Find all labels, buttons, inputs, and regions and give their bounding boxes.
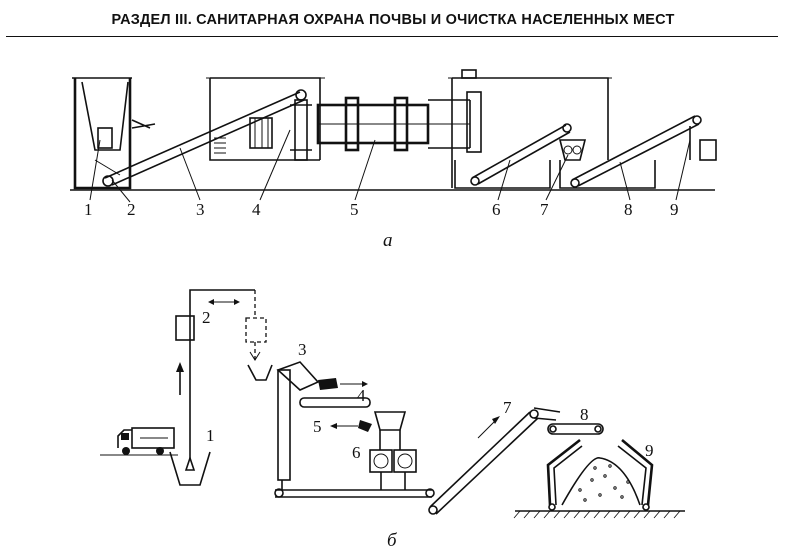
- magnetic-separator: [299, 378, 371, 408]
- compost-heap: [513, 438, 685, 519]
- label-a-2: 2: [127, 200, 136, 219]
- conveyor-8: [559, 115, 702, 189]
- crane-grab: [175, 289, 267, 460]
- label-b-1: 1: [206, 426, 215, 445]
- conveyor-6: [470, 123, 572, 186]
- elevator-3: [274, 361, 435, 498]
- receiving-pit-b: [169, 451, 211, 486]
- garbage-truck: [100, 427, 178, 456]
- label-a-9: 9: [670, 200, 679, 219]
- label-b-9: 9: [645, 441, 654, 460]
- leader-lines-a: [89, 129, 691, 203]
- sorting-building: [448, 69, 612, 189]
- label-b-5: 5: [313, 417, 322, 436]
- label-a-6: 6: [492, 200, 501, 219]
- label-a-4: 4: [252, 200, 261, 219]
- label-a-1: 1: [84, 200, 93, 219]
- output-9: [689, 126, 717, 161]
- crusher-7: [558, 139, 587, 161]
- label-b-3: 3: [298, 340, 307, 359]
- hopper-b: [247, 364, 273, 381]
- label-a-7: 7: [540, 200, 549, 219]
- label-a-5: 5: [350, 200, 359, 219]
- figure-b: 1 2 3 4 5 6 7 8 9 б: [100, 289, 685, 551]
- rotating-drum: [316, 96, 471, 152]
- conveyor-8: [547, 423, 604, 435]
- caption-b: б: [387, 530, 398, 551]
- figure-a: 1 2 3 4 5 6 7 8 9 а: [70, 69, 717, 251]
- section-title: РАЗДЕЛ III. САНИТАРНАЯ ОХРАНА ПОЧВЫ И ОЧ…: [111, 12, 675, 28]
- label-b-4: 4: [357, 386, 366, 405]
- feeder-4: [290, 99, 312, 161]
- label-b-2: 2: [202, 308, 211, 327]
- conveyor-3: [102, 89, 307, 187]
- label-b-8: 8: [580, 405, 589, 424]
- crusher-6: [369, 411, 417, 490]
- feed-5: [330, 420, 372, 432]
- conveyor-7: [428, 407, 561, 515]
- label-a-8: 8: [624, 200, 633, 219]
- label-b-7: 7: [503, 398, 512, 417]
- header-rule: [6, 36, 778, 37]
- label-a-3: 3: [196, 200, 205, 219]
- label-b-6: 6: [352, 443, 361, 462]
- drum-building: [206, 77, 325, 161]
- caption-a: а: [383, 230, 393, 251]
